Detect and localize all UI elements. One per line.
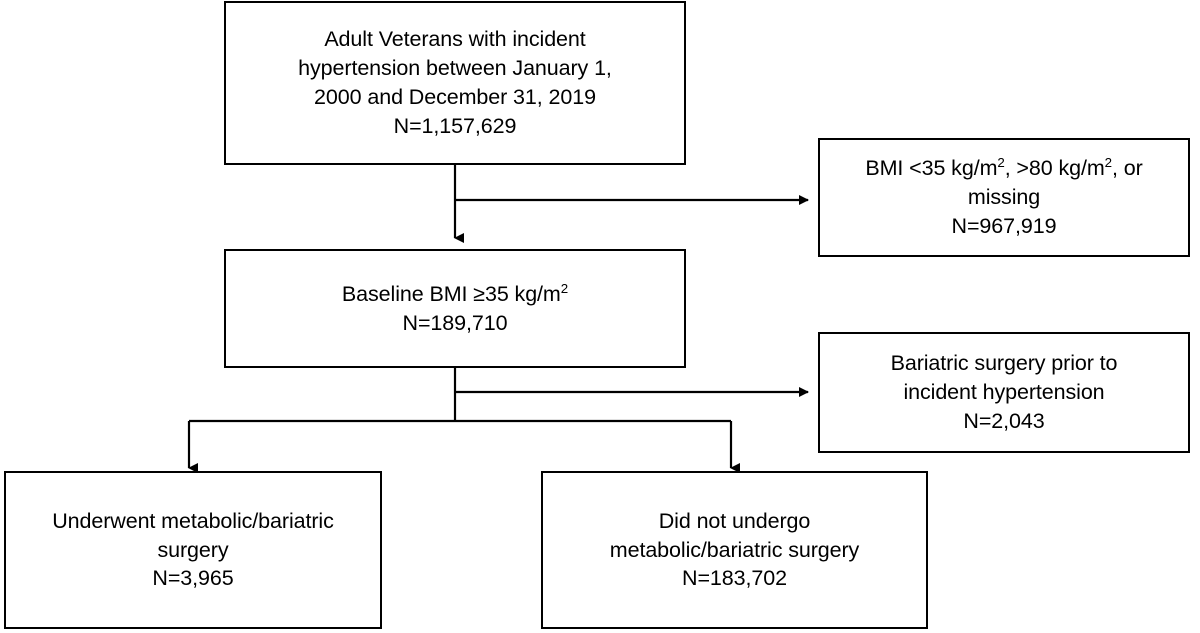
box-underwent-surgery-line-1: Underwent metabolic/bariatric xyxy=(52,508,334,533)
box-surgery-exclusion-text: Bariatric surgery prior to incident hype… xyxy=(881,349,1128,435)
box-underwent-surgery: Underwent metabolic/bariatric surgery N=… xyxy=(4,471,382,629)
box-underwent-surgery-count: N=3,965 xyxy=(152,566,234,591)
box-no-surgery-count: N=183,702 xyxy=(682,566,787,591)
box-baseline-bmi: Baseline BMI ≥35 kg/m2 N=189,710 xyxy=(224,249,686,368)
box-surgery-exclusion: Bariatric surgery prior to incident hype… xyxy=(818,332,1190,453)
box-surgery-exclusion-line-1: Bariatric surgery prior to xyxy=(890,351,1118,376)
box-baseline-bmi-criteria: Baseline BMI ≥35 kg/m2 xyxy=(341,280,569,306)
box-starting-cohort-line-2: hypertension between January 1, xyxy=(298,56,612,81)
box-no-surgery-line-2: metabolic/bariatric surgery xyxy=(609,537,860,562)
box-starting-cohort-line-1: Adult Veterans with incident xyxy=(324,27,586,52)
box-no-surgery-text: Did not undergo metabolic/bariatric surg… xyxy=(600,507,869,593)
box-no-surgery-line-1: Did not undergo xyxy=(658,508,811,533)
box-underwent-surgery-line-2: surgery xyxy=(157,537,229,562)
box-starting-cohort-text: Adult Veterans with incident hypertensio… xyxy=(288,25,622,140)
box-baseline-bmi-text: Baseline BMI ≥35 kg/m2 N=189,710 xyxy=(332,280,578,338)
box-starting-cohort: Adult Veterans with incident hypertensio… xyxy=(224,1,686,165)
box-surgery-exclusion-line-2: incident hypertension xyxy=(903,380,1105,405)
box-bmi-exclusion-count: N=967,919 xyxy=(951,213,1057,238)
box-starting-cohort-count: N=1,157,629 xyxy=(393,113,517,138)
box-starting-cohort-line-3: 2000 and December 31, 2019 xyxy=(314,85,596,109)
box-baseline-bmi-count: N=189,710 xyxy=(402,310,508,335)
box-no-surgery: Did not undergo metabolic/bariatric surg… xyxy=(541,471,928,629)
box-underwent-surgery-text: Underwent metabolic/bariatric surgery N=… xyxy=(42,507,344,593)
box-surgery-exclusion-count: N=2,043 xyxy=(963,408,1045,433)
